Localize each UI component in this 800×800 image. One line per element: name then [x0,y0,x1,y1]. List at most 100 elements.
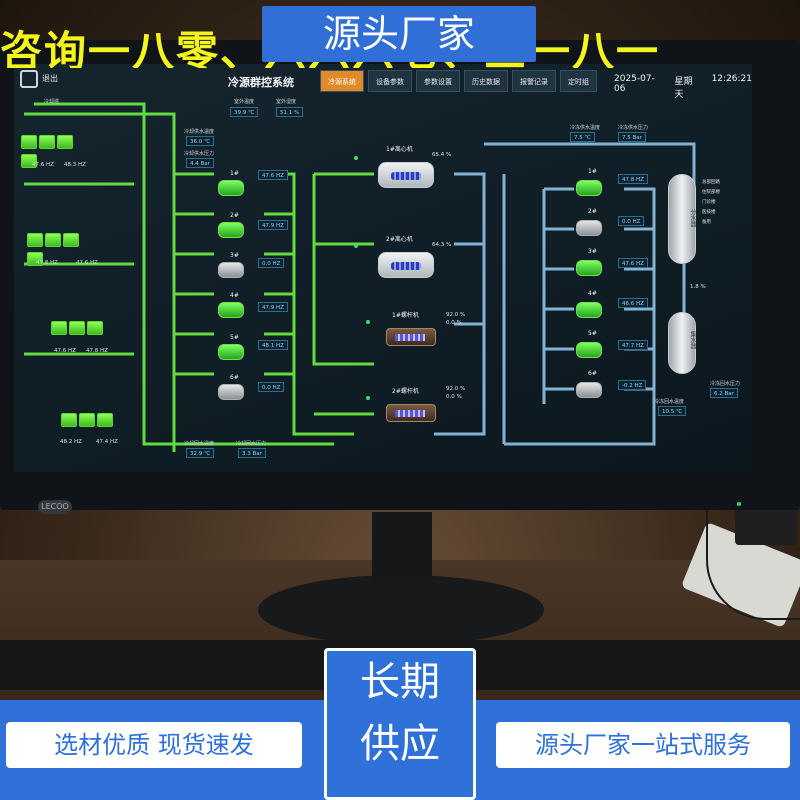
branch-item: 医技楼 [702,210,716,215]
screw-chiller-2[interactable] [386,404,436,422]
cooling-tower-1[interactable] [20,134,90,168]
chw-pump-3[interactable] [576,260,602,276]
tab-history[interactable]: 历史数据 [464,70,508,92]
tower-freq: 47.6 HZ [32,162,54,168]
chiller-name: 1#螺杆机 [392,312,419,319]
chw-supply-temp-value: 7.5 ℃ [570,132,595,142]
chw-pump-freq: 47.8 HZ [618,174,648,184]
chw-pump-freq: 47.6 HZ [618,258,648,268]
cooling-pump-6[interactable] [218,384,244,400]
tab-cold-source[interactable]: 冷源系统 [320,70,364,92]
cooling-pump-1[interactable] [218,180,244,196]
branch-list: 总部回路 住院部楼 门诊楼 医技楼 备用 [702,179,720,229]
cooling-pump-name: 6# [230,374,239,381]
status-indicator [354,156,358,160]
cooling-pump-freq: 48.1 HZ [258,340,288,350]
chw-supply-temp-label: 冷冻供水温度 [570,125,601,131]
tower-freq: 48.2 HZ [60,439,82,445]
tower-freq: 47.4 HZ [96,439,118,445]
cooling-pump-3[interactable] [218,262,244,278]
tower-label: 冷却塔 [44,99,60,105]
status-indicator [354,244,358,248]
chw-pump-name: 1# [588,168,597,175]
cw-supply-temp-value: 36.0 ℃ [186,136,215,146]
cooling-pump-name: 2# [230,212,239,219]
collector-label: 集水器 [689,331,696,349]
service-tag: 源头厂家一站式服务 [496,722,790,768]
chw-supply-press-label: 冷冻供水压力 [618,125,649,131]
chiller-name: 1#离心机 [386,146,413,153]
chw-pump-freq: 0.0 HZ [618,216,645,226]
water-distributor[interactable]: 分水器 [668,174,696,264]
chw-pump-name: 5# [588,330,597,337]
chw-pump-6[interactable] [576,382,602,398]
tower-freq: 47.8 HZ [36,260,58,266]
chiller-load: 92.0 % [446,312,466,318]
outdoor-hum-label: 室外湿度 [276,99,297,105]
branch-item: 备用 [702,220,711,225]
tab-alarms[interactable]: 报警记录 [512,70,556,92]
cooling-pump-2[interactable] [218,222,244,238]
status-indicator [366,396,370,400]
monitor-stand [372,512,432,582]
weekday: 星期天 [674,77,693,100]
cooling-tower-2[interactable] [26,232,96,266]
cooling-pump-5[interactable] [218,344,244,360]
tab-device-params[interactable]: 设备参数 [368,70,412,92]
cooling-pump-4[interactable] [218,302,244,318]
cw-supply-press-value: 4.4 Bar [186,158,214,168]
tower-freq: 47.6 HZ [76,260,98,266]
cooling-pump-name: 4# [230,292,239,299]
branch-item: 门诊楼 [702,200,716,205]
cooling-tower-4[interactable] [60,412,130,442]
cw-supply-press-label: 冷却供水压力 [184,151,215,157]
chw-pump-freq: 46.6 HZ [618,298,648,308]
bypass-valve: 1.8 % [690,284,706,290]
scada-screen: 退出 冷源群控系统 冷源系统 设备参数 参数设置 历史数据 报警记录 定时组 2… [14,64,752,472]
chw-return-temp-label: 冷冻回水温度 [654,399,685,405]
tower-freq: 47.6 HZ [54,348,76,354]
chw-pump-freq: -0.2 HZ [618,380,647,390]
chw-pump-1[interactable] [576,180,602,196]
cooling-pump-freq: 47.9 HZ [258,220,288,230]
chiller-load: 0.0 % [446,394,462,400]
chiller-load: 0.0 % [446,320,462,326]
back-button[interactable]: 退出 [42,74,58,83]
cooling-tower-3[interactable] [50,320,120,350]
cooling-pump-freq: 0.0 HZ [258,382,285,392]
screw-chiller-1[interactable] [386,328,436,346]
chw-pump-5[interactable] [576,342,602,358]
chw-pump-2[interactable] [576,220,602,236]
tab-schedule[interactable]: 定时组 [560,70,597,92]
centrifugal-chiller-2[interactable] [378,252,434,278]
supply-badge-line2: 供应 [360,721,440,767]
chw-pump-name: 3# [588,248,597,255]
chiller-load: 92.0 % [446,386,466,392]
home-icon[interactable] [20,70,38,88]
time: 12:26:21 [711,74,752,84]
cooling-pump-name: 1# [230,170,239,177]
cw-return-temp-label: 冷却回水温度 [184,441,215,447]
monitor-logo: LECOO [38,500,72,514]
quality-tag: 选材优质 现货速发 [6,722,302,768]
chw-pump-freq: 47.7 HZ [618,340,648,350]
monitor-base [258,575,544,645]
status-indicator [366,320,370,324]
tab-param-settings[interactable]: 参数设置 [416,70,460,92]
cw-return-press-label: 冷却回水压力 [236,441,267,447]
chiller-name: 2#螺杆机 [392,388,419,395]
cooling-pump-freq: 0.0 HZ [258,258,285,268]
chw-pump-name: 2# [588,208,597,215]
centrifugal-chiller-1[interactable] [378,162,434,188]
chw-supply-press-value: 7.5 Bar [618,132,646,142]
cooling-pump-name: 5# [230,334,239,341]
cw-return-temp-value: 32.9 ℃ [186,448,215,458]
cw-supply-temp-label: 冷却供水温度 [184,129,215,135]
chw-pump-4[interactable] [576,302,602,318]
power-led [737,502,741,506]
chw-pump-name: 6# [588,370,597,377]
chw-return-press-value: 6.2 Bar [710,388,738,398]
chiller-load: 64.3 % [432,242,452,248]
water-collector[interactable]: 集水器 [668,312,696,374]
date: 2025-07-06 [614,74,655,94]
